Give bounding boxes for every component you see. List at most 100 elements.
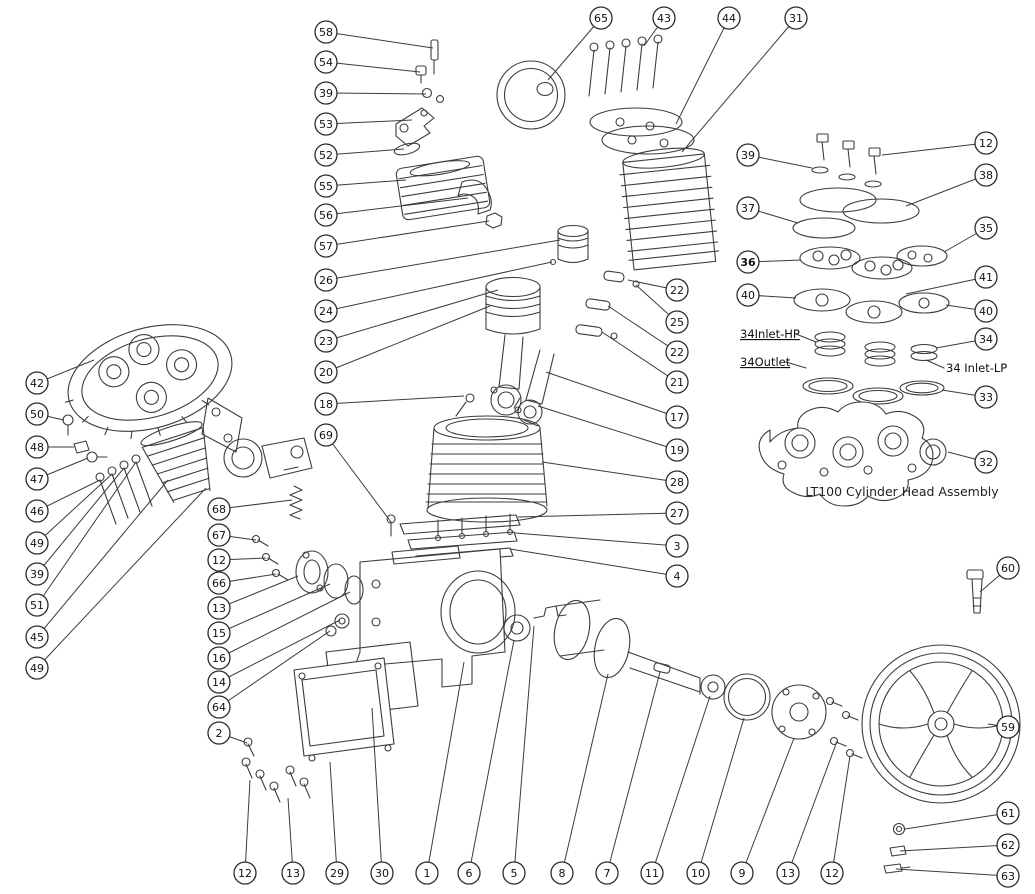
label-inlet-lp: 34 Inlet-LP: [946, 361, 1007, 375]
callout-number: 30: [375, 867, 389, 880]
callout-number: 59: [1001, 721, 1015, 734]
callout-number: 40: [979, 305, 993, 318]
callout-balloon-13-61: 13: [281, 861, 305, 885]
leader-line-68-50: [218, 499, 293, 510]
callout-balloon-57-7: 57: [314, 234, 338, 258]
callout-number: 61: [1001, 807, 1015, 820]
callout-number: 22: [670, 284, 684, 297]
callout-balloon-47-43: 47: [25, 467, 49, 491]
callout-balloon-3-38: 3: [665, 534, 689, 558]
leader-line-62-77: [899, 844, 1009, 852]
callout-number: 28: [670, 476, 684, 489]
callout-number: 68: [212, 503, 226, 516]
callout-number: 19: [670, 444, 684, 457]
callout-number: 25: [670, 316, 684, 329]
leader-line-49-49: [36, 487, 207, 669]
callout-number: 44: [722, 12, 736, 25]
callout-balloon-31-17: 31: [784, 6, 808, 30]
callout-number: 62: [1001, 839, 1015, 852]
callout-number: 56: [319, 209, 333, 222]
callout-balloon-26-8: 26: [314, 268, 338, 292]
callout-balloon-59-75: 59: [996, 715, 1020, 739]
leader-line-13-54: [218, 575, 299, 609]
leader-line-16-56: [218, 591, 351, 659]
callout-balloon-25-31: 25: [665, 310, 689, 334]
leader-line-17-34: [545, 371, 678, 418]
callout-balloon-4-39: 4: [665, 564, 689, 588]
callout-number: 1: [424, 867, 431, 880]
callout-balloon-5-66: 5: [502, 861, 526, 885]
leader-line-13-61: [287, 797, 294, 874]
callout-balloon-8-67: 8: [550, 861, 574, 885]
callout-balloon-6-65: 6: [457, 861, 481, 885]
callout-number: 35: [979, 222, 993, 235]
callout-number: 5: [511, 867, 518, 880]
leader-line-9-71: [741, 737, 795, 874]
callout-number: 64: [212, 701, 226, 714]
leader-line-57-7: [325, 220, 490, 247]
callout-number: 52: [319, 149, 333, 162]
callout-balloon-13-72: 13: [776, 861, 800, 885]
callout-number: 46: [30, 505, 44, 518]
callout-number: 11: [645, 867, 659, 880]
callout-number: 27: [670, 507, 684, 520]
callout-balloon-19-35: 19: [665, 438, 689, 462]
callout-balloon-40-21: 40: [736, 283, 760, 307]
leader-line-61-76: [904, 812, 1009, 830]
callout-number: 2: [216, 727, 223, 740]
callout-balloon-1-64: 1: [415, 861, 439, 885]
callout-number: 21: [670, 376, 684, 389]
callout-balloon-22-30: 22: [665, 278, 689, 302]
callout-number: 13: [781, 867, 795, 880]
callout-balloon-63-78: 63: [996, 864, 1020, 888]
callout-balloon-67-51: 67: [207, 523, 231, 547]
leader-line-39-46: [36, 467, 125, 575]
callout-number: 32: [979, 456, 993, 469]
callout-balloon-17-34: 17: [665, 405, 689, 429]
leader-line-24-9: [325, 261, 553, 312]
callout-number: 10: [691, 867, 705, 880]
callout-balloon-39-46: 39: [25, 562, 49, 586]
callout-balloon-65-14: 65: [589, 6, 613, 30]
callout-number: 12: [825, 867, 839, 880]
callout-balloon-27-37: 27: [665, 501, 689, 525]
leader-line-19-35: [537, 405, 678, 451]
callout-number: 13: [212, 602, 226, 615]
leader-line-1-64: [426, 661, 465, 874]
callout-balloon-64-58: 64: [207, 695, 231, 719]
callout-number: 37: [741, 202, 755, 215]
callout-balloon-49-45: 49: [25, 531, 49, 555]
callout-balloon-39-2: 39: [314, 81, 338, 105]
callout-balloon-24-9: 24: [314, 299, 338, 323]
callout-balloon-38-23: 38: [974, 163, 998, 187]
callout-balloon-61-76: 61: [996, 801, 1020, 825]
callout-number: 7: [604, 867, 611, 880]
callout-balloon-62-77: 62: [996, 833, 1020, 857]
callout-balloon-66-53: 66: [207, 571, 231, 595]
callout-balloon-40-26: 40: [974, 299, 998, 323]
callout-balloon-11-69: 11: [640, 861, 664, 885]
leader-line-20-11: [325, 305, 491, 373]
callout-balloon-15-55: 15: [207, 621, 231, 645]
callout-number: 26: [319, 274, 333, 287]
callout-number: 36: [740, 256, 756, 269]
callout-balloon-2-59: 2: [207, 721, 231, 745]
callout-number: 22: [670, 346, 684, 359]
leader-line-51-47: [36, 461, 137, 606]
callout-number: 16: [212, 652, 226, 665]
callout-number: 29: [330, 867, 344, 880]
callout-balloon-54-1: 54: [314, 50, 338, 74]
callout-number: 9: [739, 867, 746, 880]
callout-balloon-56-6: 56: [314, 203, 338, 227]
callout-balloon-69-13: 69: [314, 423, 338, 447]
callout-number: 18: [319, 398, 333, 411]
callout-number: 39: [741, 149, 755, 162]
leader-line-23-10: [325, 289, 499, 342]
assembly-caption: LT100 Cylinder Head Assembly: [805, 484, 999, 499]
callout-number: 4: [674, 570, 681, 583]
callout-balloon-60-74: 60: [996, 556, 1020, 580]
callout-balloon-32-29: 32: [974, 450, 998, 474]
leader-line-45-48: [36, 479, 169, 638]
callout-balloon-30-63: 30: [370, 861, 394, 885]
callout-number: 51: [30, 599, 44, 612]
